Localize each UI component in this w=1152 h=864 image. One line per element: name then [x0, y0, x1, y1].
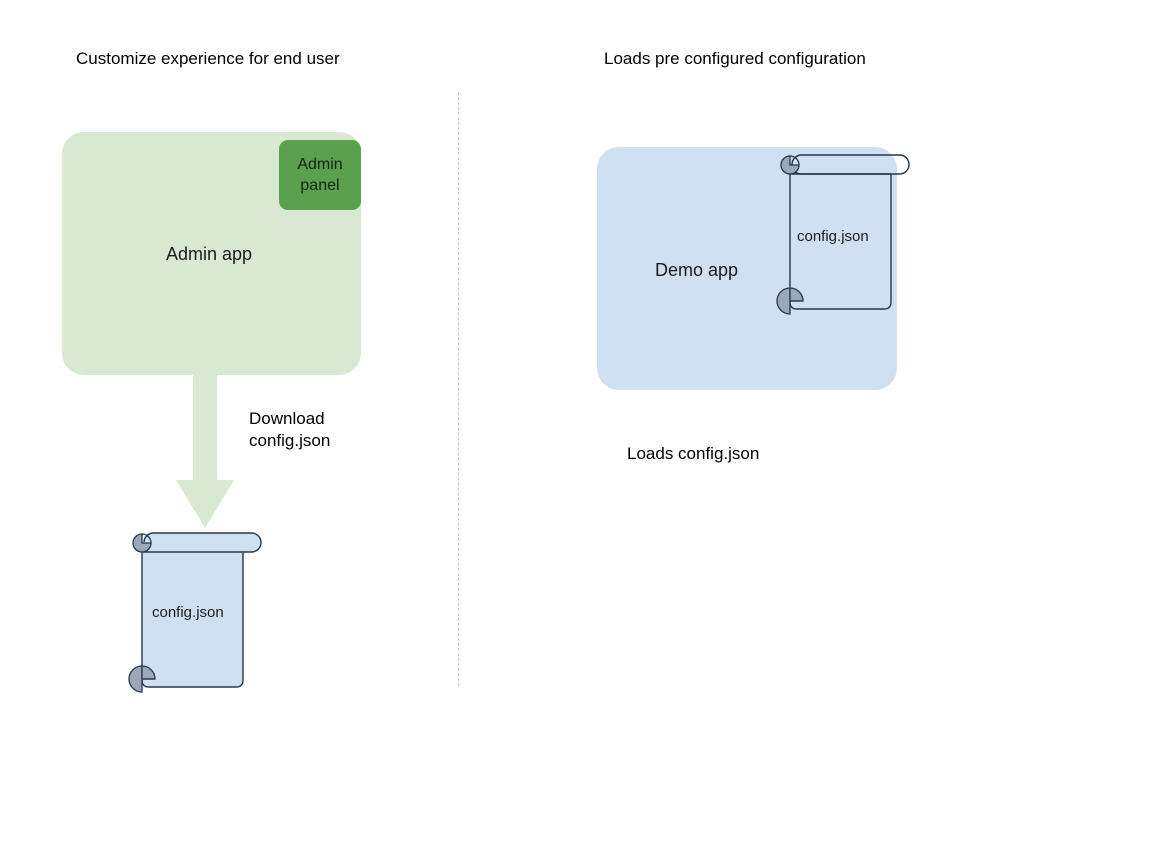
admin-panel-badge[interactable]: Admin panel [279, 140, 361, 210]
right-column-title: Loads pre configured configuration [604, 49, 866, 68]
download-edge-label-line2: config.json [249, 431, 331, 450]
admin-panel-label-line1: Admin [297, 156, 343, 173]
admin-panel-label: Admin panel [297, 154, 342, 196]
config-json-label-left: config.json [152, 604, 224, 621]
demo-app-container [597, 147, 897, 390]
config-json-document-right[interactable] [772, 152, 912, 315]
download-edge-label-line1: Download [249, 409, 325, 428]
left-column-title: Customize experience for end user [76, 49, 340, 68]
config-json-label-right: config.json [797, 228, 869, 245]
download-edge-label: Download config.json [249, 408, 330, 452]
loads-config-caption: Loads config.json [627, 444, 760, 463]
config-json-document-left[interactable] [124, 530, 264, 693]
download-arrow-icon [176, 372, 234, 530]
demo-app-label: Demo app [655, 260, 739, 280]
admin-panel-label-line2: panel [300, 177, 340, 194]
column-divider [458, 92, 459, 686]
admin-app-label: Admin app [166, 244, 253, 264]
